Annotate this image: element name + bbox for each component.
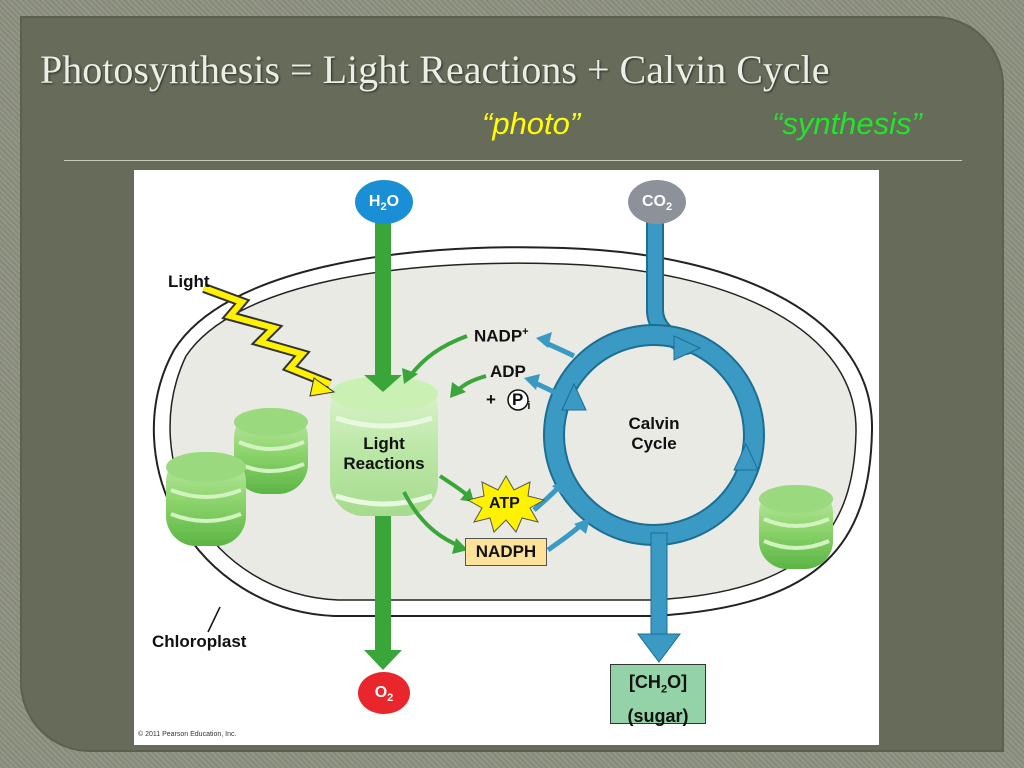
sugar-output-arrow (637, 532, 681, 663)
nadp-label: NADP+ (474, 326, 529, 346)
plus-label: + (486, 390, 496, 409)
co2-badge: CO2 (628, 180, 686, 224)
photosynthesis-diagram: H2O CO2 O2 Light Light Reactions Calvin … (134, 170, 879, 745)
copyright-text: © 2011 Pearson Education, Inc. (138, 731, 237, 738)
chloroplast-leader-line (207, 606, 221, 633)
light-label: Light (168, 272, 210, 291)
oxygen-badge: O2 (358, 672, 410, 714)
light-reactions-label: Light Reactions (343, 434, 425, 473)
adp-label: ADP (490, 362, 526, 381)
calvin-cycle-label: Calvin Cycle (628, 414, 680, 453)
nadph-box: NADPH (465, 538, 547, 566)
photo-label: “photo” (482, 106, 581, 141)
light-reactions-outputs-arrows (402, 474, 474, 554)
water-oxygen-arrow (364, 222, 402, 670)
light-zigzag-icon (202, 283, 336, 397)
diagram-graphics (152, 213, 874, 670)
grana-stack-right (759, 485, 833, 569)
sugar-box: [CH2O] (sugar) (610, 664, 706, 726)
grana-stack-left (166, 408, 308, 546)
slide-title: Photosynthesis = Light Reactions + Calvi… (40, 47, 830, 92)
cycle-exchange-arrows (524, 332, 590, 553)
title-divider (64, 160, 962, 161)
synthesis-label: “synthesis” (772, 106, 922, 141)
chloroplast-label: Chloroplast (152, 632, 247, 651)
phosphate-circle (507, 389, 529, 411)
atp-starburst (466, 474, 546, 533)
water-badge: H2O (355, 180, 413, 224)
light-reactions-stack (330, 376, 438, 516)
atp-label: ATP (489, 495, 520, 512)
inputs-to-light-reactions-arrows (402, 334, 487, 398)
